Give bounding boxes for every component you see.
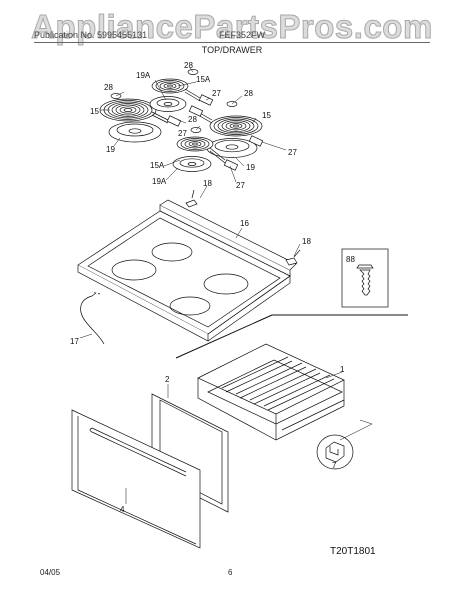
callout-2: 2	[165, 375, 170, 384]
bracket-18-right	[285, 249, 301, 266]
surface-element-15-right	[197, 111, 263, 137]
drawer-panel-4	[71, 409, 201, 549]
drip-bowl-19a-bottom	[172, 156, 212, 172]
callout-19: 19	[106, 145, 115, 154]
receptacles-27	[166, 94, 264, 171]
surface-element-15a-top	[151, 78, 201, 102]
element-caps-28	[110, 69, 238, 133]
callout-15: 15	[262, 111, 271, 120]
main-top-16	[77, 199, 297, 342]
drip-bowl-19-right	[206, 138, 258, 158]
callout-19: 19	[246, 163, 255, 172]
callout-28: 28	[244, 89, 253, 98]
callout-19a: 19A	[136, 71, 151, 80]
callout-18: 18	[203, 179, 212, 188]
callout-27: 27	[236, 181, 245, 190]
callout-7: 7	[332, 461, 337, 470]
callout-28: 28	[184, 61, 193, 70]
leader-lines	[79, 67, 373, 504]
drawer-body-1	[197, 343, 345, 441]
callout-15: 15	[90, 107, 99, 116]
inset-box-88	[341, 248, 389, 308]
callout-28: 28	[188, 115, 197, 124]
callout-16: 16	[240, 219, 249, 228]
callout-18: 18	[302, 237, 311, 246]
callout-88: 88	[346, 255, 355, 264]
callout-labels: 28 19A 15A 27 28 28 15 15 28 27 19 27 19…	[70, 61, 355, 514]
callout-15a: 15A	[150, 161, 165, 170]
surface-element-15a-bottom	[176, 136, 226, 164]
callout-27: 27	[288, 148, 297, 157]
header-divider	[34, 42, 430, 43]
wire-harness-17	[80, 292, 105, 345]
footer-date: 04/05	[40, 568, 61, 577]
figure-code: T20T1801	[330, 546, 376, 557]
bracket-18-top	[185, 189, 198, 208]
watermark-logo: AppliancePartsPros.com	[31, 8, 433, 46]
callout-27: 27	[212, 89, 221, 98]
drawer-guide-7	[316, 434, 354, 470]
callout-4: 4	[120, 505, 125, 514]
callout-1: 1	[340, 365, 345, 374]
callout-17: 17	[70, 337, 79, 346]
callout-15a: 15A	[196, 75, 211, 84]
model-number: FEF352FW	[219, 30, 266, 40]
drip-bowl-19a-top	[149, 96, 187, 112]
callout-19a: 19A	[152, 177, 167, 186]
surface-element-15-left	[99, 98, 169, 124]
callout-28: 28	[104, 83, 113, 92]
publication-number: Publication No. 5995455131	[34, 30, 148, 40]
drip-bowl-19-left	[108, 121, 162, 143]
footer-page-number: 6	[228, 568, 233, 577]
callout-27: 27	[178, 129, 187, 138]
section-title: TOP/DRAWER	[201, 45, 263, 55]
